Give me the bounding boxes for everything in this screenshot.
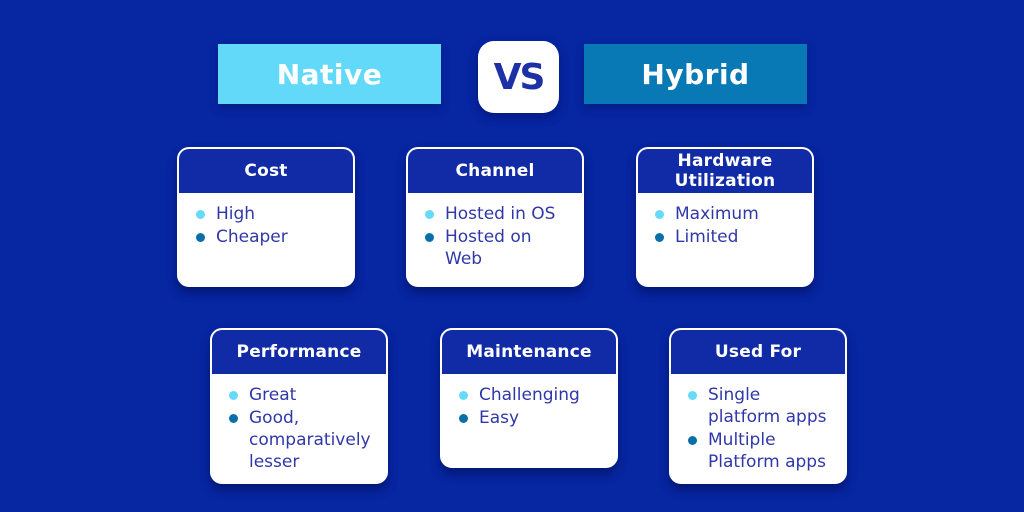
card-title: Maintenance <box>442 330 616 374</box>
native-banner-label: Native <box>276 57 383 91</box>
native-banner: Native <box>218 44 441 104</box>
native-value: Challenging <box>479 385 580 405</box>
native-bullet-icon <box>196 210 205 219</box>
hybrid-banner: Hybrid <box>584 44 807 104</box>
hybrid-value: Multiple Platform apps <box>708 430 826 472</box>
card-body: Maximum Limited <box>638 193 812 285</box>
hybrid-banner-label: Hybrid <box>641 57 750 91</box>
card-title: Hardware Utilization <box>638 149 812 193</box>
hybrid-bullet-icon <box>229 414 238 423</box>
card-used-for: Used For Single platform apps Multiple P… <box>669 328 847 484</box>
native-value: Hosted in OS <box>445 204 556 224</box>
card-body: Great Good, comparatively lesser <box>212 374 386 482</box>
list-item: Great <box>229 384 380 406</box>
native-value: Maximum <box>675 204 759 224</box>
list-item: Hosted on Web <box>425 226 576 270</box>
native-value: High <box>216 204 256 224</box>
card-title: Cost <box>179 149 353 193</box>
native-value: Single platform apps <box>708 385 827 427</box>
card-title: Performance <box>212 330 386 374</box>
hybrid-bullet-icon <box>196 233 205 242</box>
native-bullet-icon <box>229 391 238 400</box>
card-body: High Cheaper <box>179 193 353 285</box>
hybrid-value: Easy <box>479 408 520 428</box>
card-performance: Performance Great Good, comparatively le… <box>210 328 388 484</box>
list-item: Good, comparatively lesser <box>229 407 380 473</box>
card-cost: Cost High Cheaper <box>177 147 355 287</box>
hybrid-bullet-icon <box>655 233 664 242</box>
list-item: Hosted in OS <box>425 203 576 225</box>
card-hardware-utilization: Hardware Utilization Maximum Limited <box>636 147 814 287</box>
list-item: Maximum <box>655 203 806 225</box>
hybrid-bullet-icon <box>459 414 468 423</box>
hybrid-value: Hosted on Web <box>445 227 532 269</box>
hybrid-value: Cheaper <box>216 227 288 247</box>
card-title: Channel <box>408 149 582 193</box>
list-item: High <box>196 203 347 225</box>
native-bullet-icon <box>655 210 664 219</box>
vs-badge: VS <box>478 41 559 113</box>
hybrid-bullet-icon <box>688 436 697 445</box>
native-bullet-icon <box>459 391 468 400</box>
list-item: Cheaper <box>196 226 347 248</box>
native-value: Great <box>249 385 297 405</box>
card-body: Hosted in OS Hosted on Web <box>408 193 582 285</box>
card-channel: Channel Hosted in OS Hosted on Web <box>406 147 584 287</box>
card-body: Single platform apps Multiple Platform a… <box>671 374 845 482</box>
native-bullet-icon <box>425 210 434 219</box>
list-item: Challenging <box>459 384 610 406</box>
list-item: Single platform apps <box>688 384 839 428</box>
hybrid-value: Limited <box>675 227 739 247</box>
vs-badge-label: VS <box>493 56 546 98</box>
list-item: Multiple Platform apps <box>688 429 839 473</box>
card-title: Used For <box>671 330 845 374</box>
list-item: Limited <box>655 226 806 248</box>
card-maintenance: Maintenance Challenging Easy <box>440 328 618 468</box>
native-bullet-icon <box>688 391 697 400</box>
hybrid-value: Good, comparatively lesser <box>249 408 371 472</box>
list-item: Easy <box>459 407 610 429</box>
card-body: Challenging Easy <box>442 374 616 466</box>
hybrid-bullet-icon <box>425 233 434 242</box>
